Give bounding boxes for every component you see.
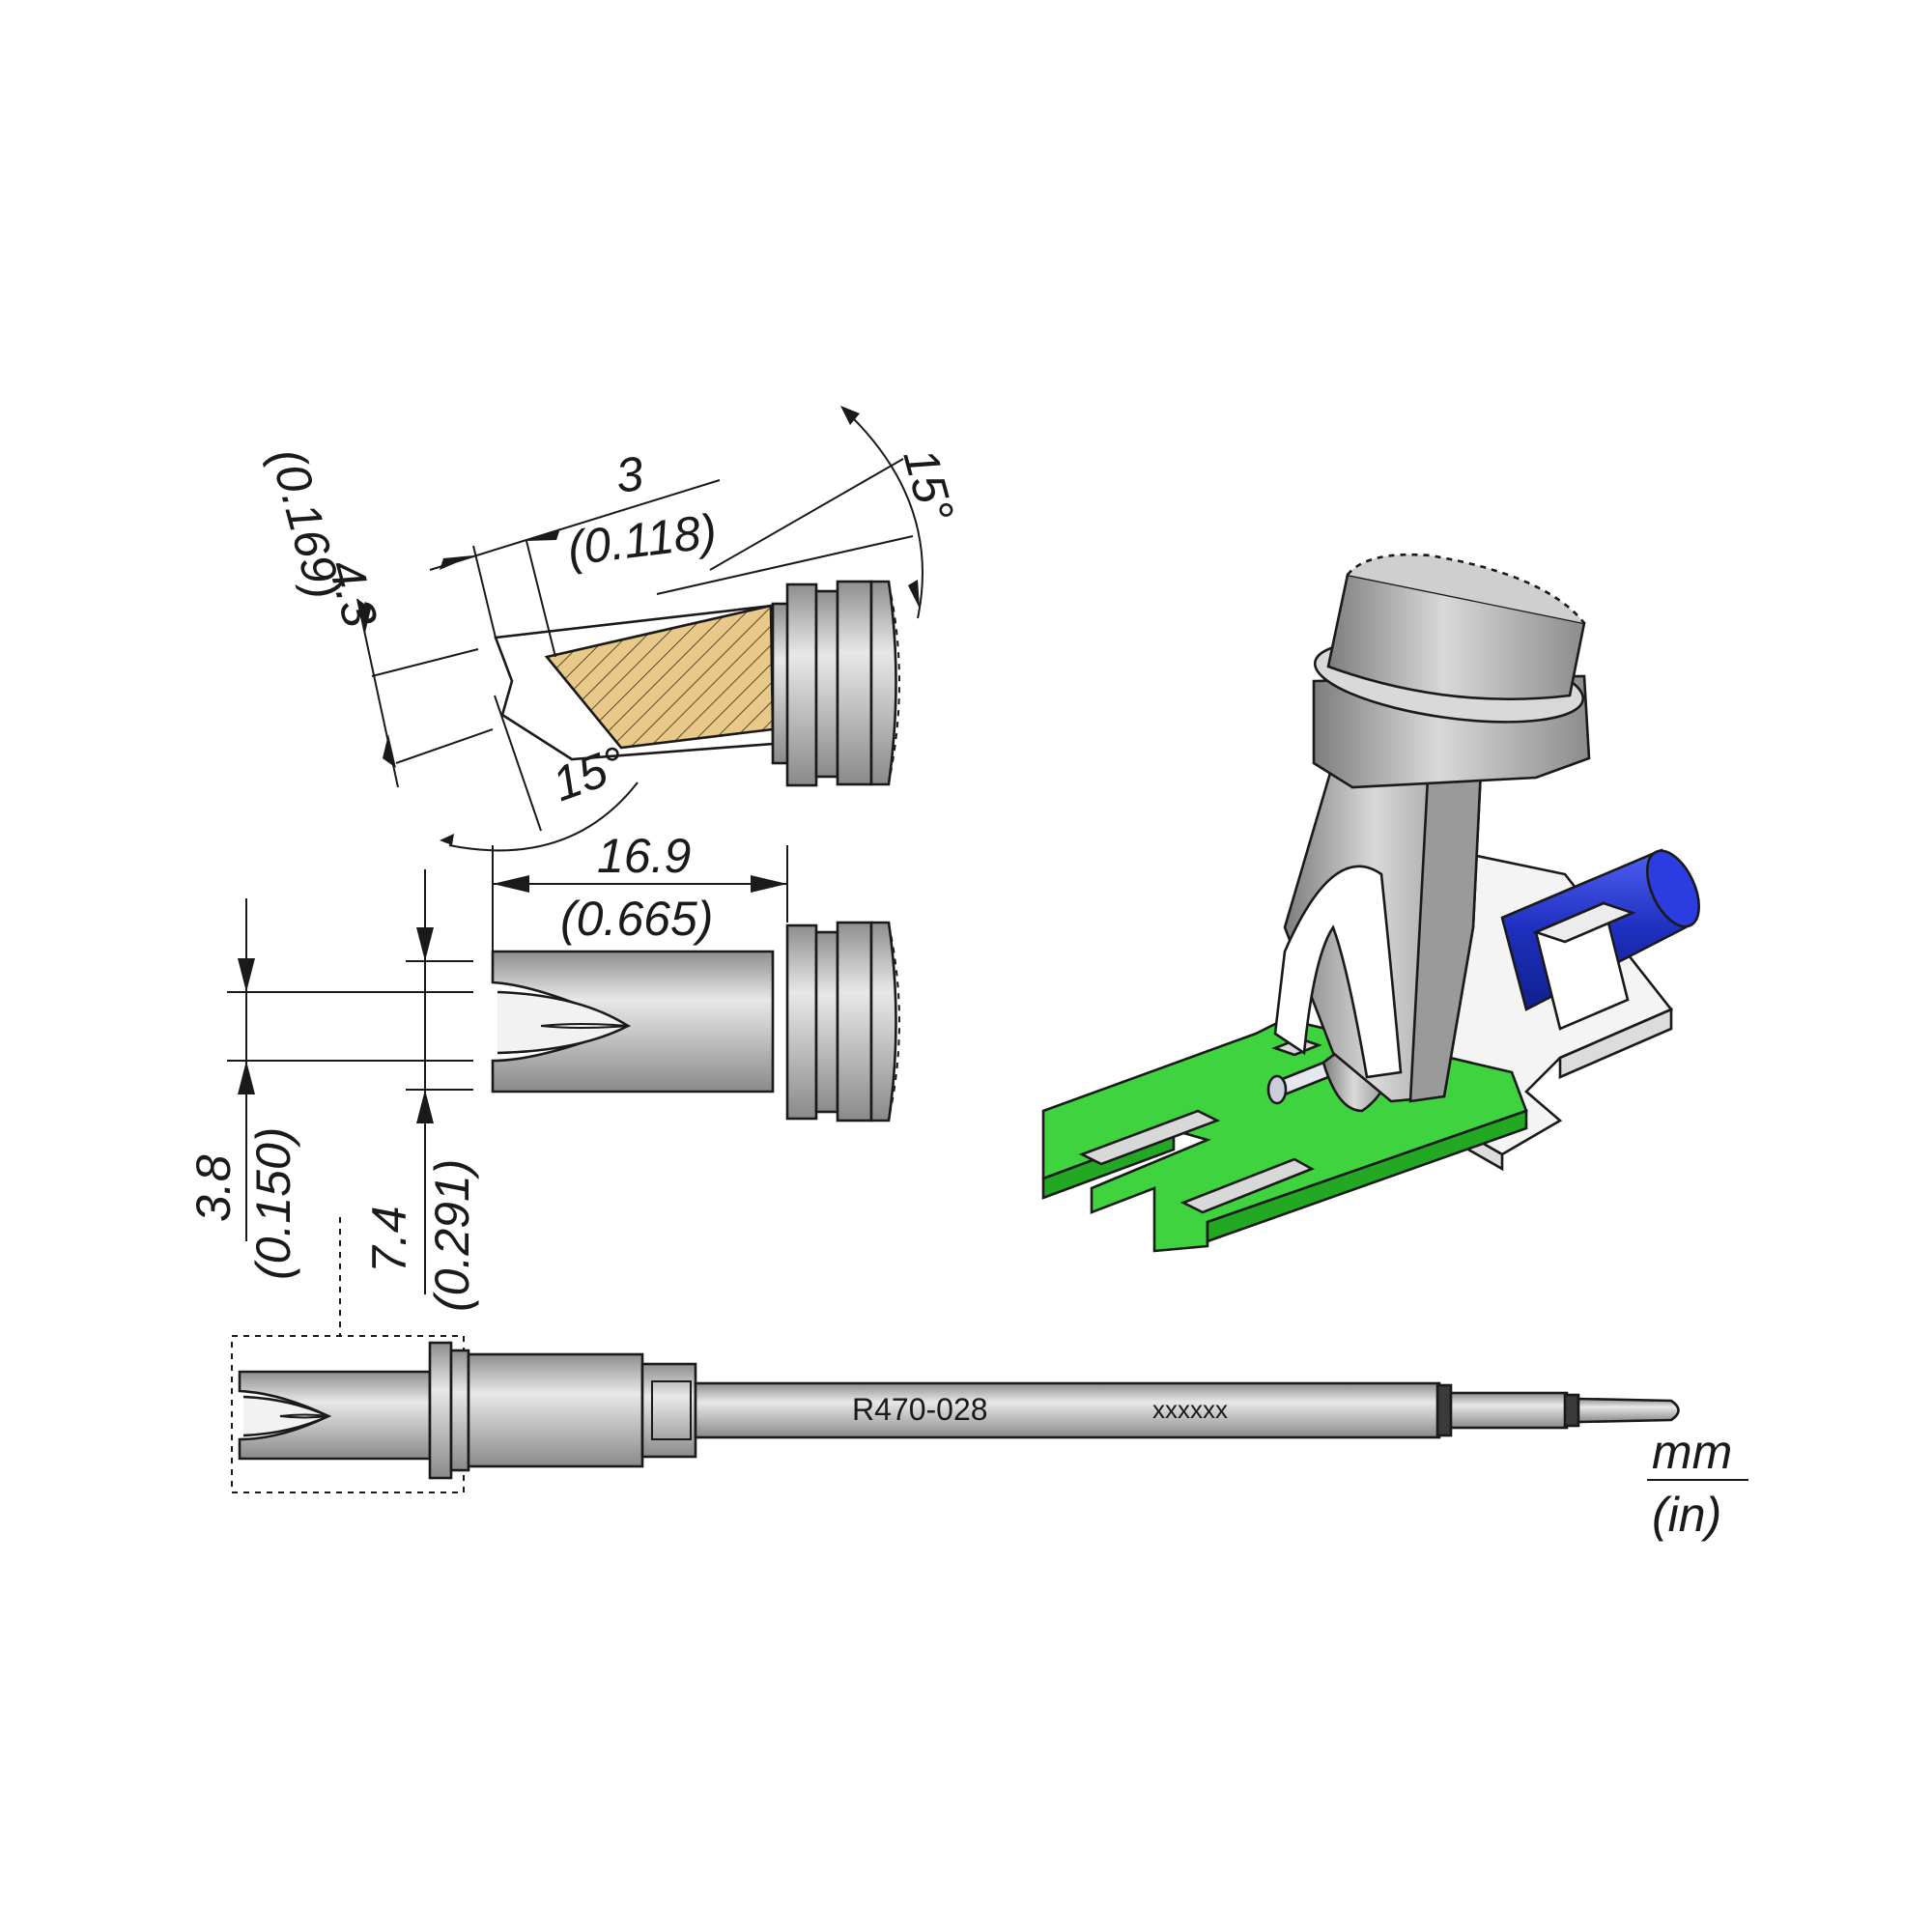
cartridge-model-label: R470-028 [852,1392,988,1427]
solder-pad [1179,1157,1316,1214]
cartridge-body [467,1352,644,1468]
tip-side-view: 16.9 (0.665) 3.8 (0.150) 7.4 (0.291) [186,829,900,1312]
dim-outer-width-in: (0.291) [425,1159,479,1312]
dim-length-mm: 16.9 [597,829,691,883]
dim-length-in: (0.665) [560,892,713,946]
dim-inner-width-in: (0.150) [246,1127,300,1280]
unit-secondary: (in) [1652,1488,1721,1542]
dim-top-angle: 15° [893,442,964,527]
tip-collar-side [785,923,818,1121]
cartridge-shaft [694,1381,1441,1439]
cartridge-view: R470-028 xxxxxx [231,1217,1680,1493]
tip-shank-3d [1326,573,1586,701]
dim-outer-width-mm: 7.4 [362,1206,416,1273]
dim-chamfer-mm: 3 [613,446,647,503]
cartridge-serial-label: xxxxxx [1152,1395,1228,1424]
solder-pad [1078,1109,1221,1166]
tip-top-view: 3 (0.118) 4.3 (0.169) 15° 15° [260,406,964,852]
dim-chamfer-in: (0.118) [565,503,720,575]
dim-inner-width-mm: 3.8 [186,1154,241,1222]
units-legend: mm (in) [1647,1425,1748,1542]
unit-primary: mm [1652,1425,1732,1479]
dim-depth-in: (0.169) [260,442,352,605]
tip-fork-3d [1273,865,1403,1079]
application-illustration [1041,553,1700,1253]
